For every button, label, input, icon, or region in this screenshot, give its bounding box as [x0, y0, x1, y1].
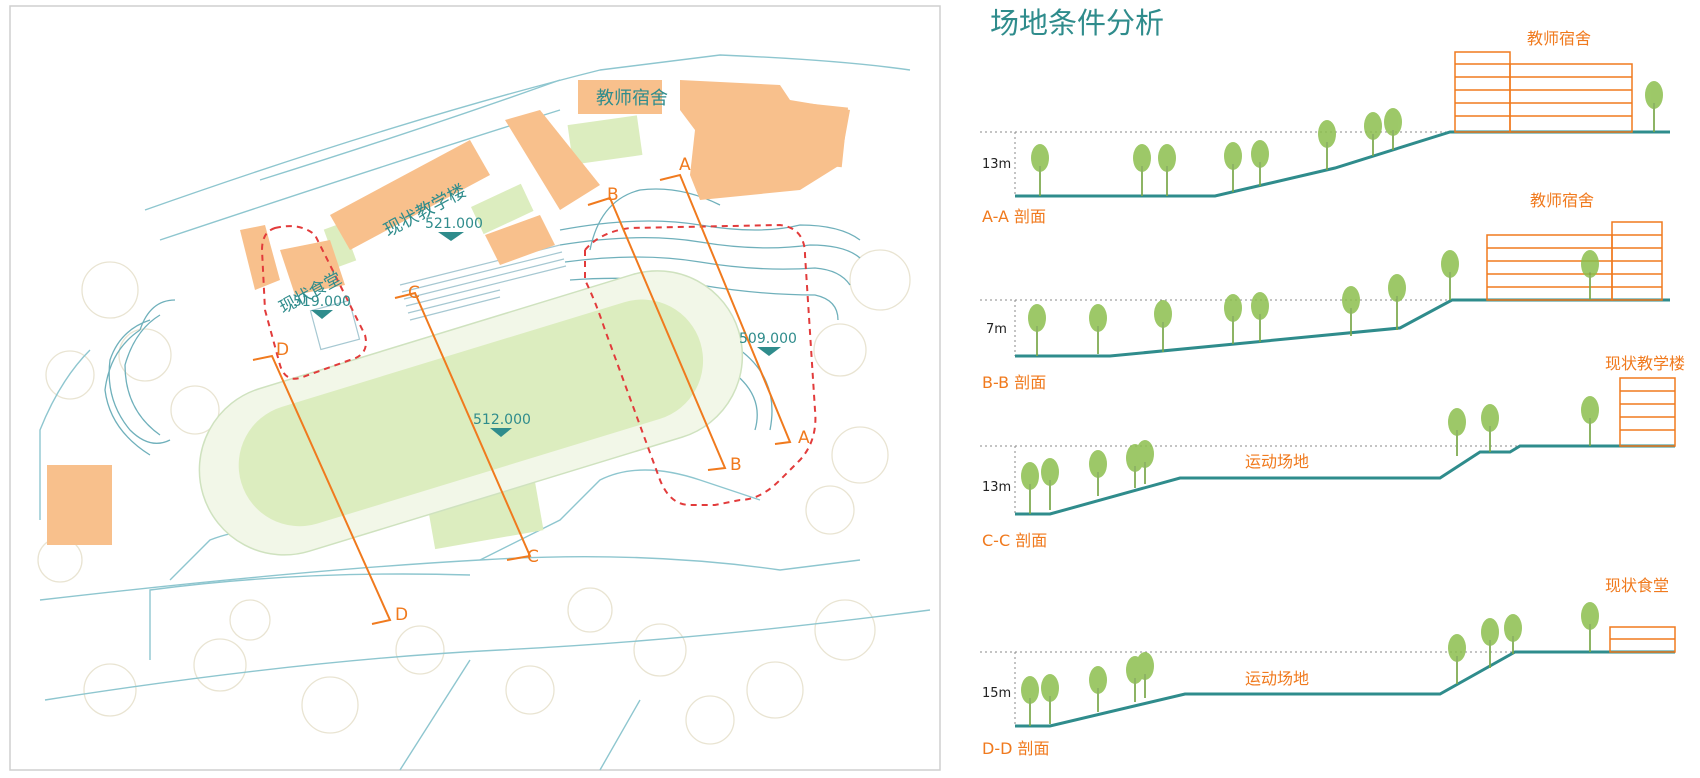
section-line-a — [659, 173, 792, 445]
marker-d-top: D — [276, 340, 289, 360]
page-title: 场地条件分析 — [990, 6, 1164, 40]
ground-profile — [1015, 298, 1670, 358]
ground-profile — [1015, 650, 1675, 728]
section-line-d — [252, 354, 392, 625]
marker-a-top: A — [679, 155, 691, 175]
building-label: 现状食堂 — [1605, 576, 1669, 595]
label-teacher-dormitory: 教师宿舍 — [596, 88, 668, 109]
sports-field-label: 运动场地 — [1245, 669, 1309, 688]
trees — [1031, 81, 1663, 196]
section-title: D-D 剖面 — [982, 739, 1050, 758]
height-label: 7m — [986, 322, 1007, 337]
section-line-c — [394, 291, 532, 561]
building-label: 现状教学楼 — [1605, 354, 1685, 373]
marker-b-bottom: B — [730, 455, 742, 475]
section-title: A-A 剖面 — [982, 207, 1046, 226]
building-elevation — [1454, 51, 1633, 133]
building-elevation — [1619, 377, 1676, 447]
marker-c-top: C — [408, 283, 420, 303]
sections: 13m 教师宿舍 A-A 剖面 — [980, 29, 1685, 758]
running-track — [198, 270, 744, 556]
building-label: 教师宿舍 — [1530, 191, 1594, 210]
sports-field-label: 运动场地 — [1245, 452, 1309, 471]
section-title: B-B 剖面 — [982, 373, 1046, 392]
elevation-marker-icon — [490, 428, 512, 437]
ground-profile — [1015, 130, 1670, 198]
trees — [1028, 250, 1599, 356]
ground-profile — [1015, 444, 1675, 516]
marker-a-bottom: A — [798, 428, 810, 448]
trees — [1021, 602, 1599, 726]
section-b: 7m 教师宿舍 B-B 剖面 — [980, 191, 1670, 392]
elevation-519: 519.000 — [293, 294, 351, 310]
section-line-b — [587, 196, 727, 471]
trees — [1021, 396, 1599, 514]
section-a: 13m 教师宿舍 A-A 剖面 — [980, 29, 1670, 226]
elevation-markers: 521.000 519.000 512.000 509.000 — [293, 216, 797, 437]
section-cut-lines — [252, 173, 792, 625]
building-elevation — [1486, 221, 1663, 301]
section-letters: A A B B C C D D — [276, 155, 810, 625]
elevation-marker-icon — [757, 347, 781, 356]
height-label: 13m — [982, 157, 1011, 172]
height-label: 13m — [982, 480, 1011, 495]
section-d: 15m 现状食堂 运动场地 D-D 剖面 — [980, 576, 1676, 758]
elevation-512: 512.000 — [473, 412, 531, 428]
elevation-509: 509.000 — [739, 331, 797, 347]
building-elevation — [1609, 626, 1676, 653]
background-trees — [37, 249, 911, 745]
elevation-marker-icon — [311, 310, 333, 319]
marker-c-bottom: C — [527, 547, 539, 567]
height-label: 15m — [982, 686, 1011, 701]
marker-d-bottom: D — [395, 605, 408, 625]
section-c: 13m 现状教学楼 运动场地 C-C 剖面 — [980, 354, 1685, 550]
elevation-521: 521.000 — [425, 216, 483, 232]
building-label: 教师宿舍 — [1527, 29, 1591, 48]
marker-b-top: B — [607, 185, 619, 205]
buildings — [47, 80, 850, 545]
analysis-regions — [260, 223, 817, 506]
elevation-marker-icon — [438, 232, 464, 241]
section-title: C-C 剖面 — [982, 531, 1047, 550]
site-plan: A A B B C C D D 教师宿舍 现状教学楼 现状食堂 521.000 … — [9, 5, 941, 771]
